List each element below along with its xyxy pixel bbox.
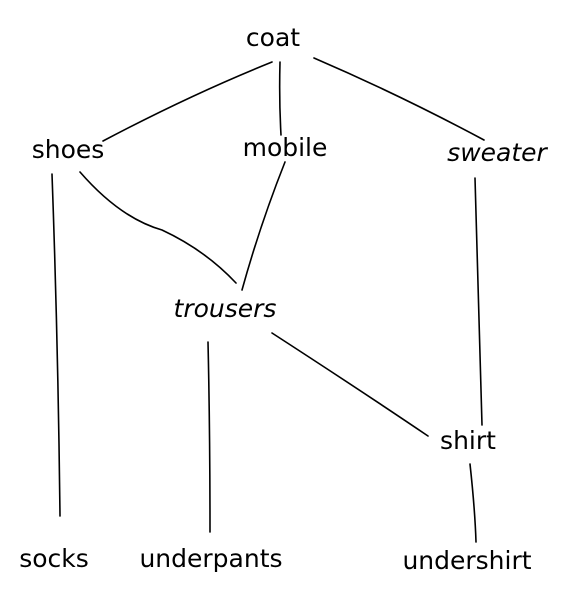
edge-mobile-trousers (241, 161, 286, 291)
node-shirt: shirt (440, 426, 496, 455)
label-layer: coat shoes mobile sweater trousers shirt… (19, 23, 548, 575)
edge-shoes-trousers (79, 171, 237, 284)
edge-trousers-shirt (271, 332, 429, 437)
node-undershirt: undershirt (402, 546, 531, 575)
edge-coat-mobile (278, 61, 282, 136)
edge-layer (51, 57, 485, 543)
edge-sweater-shirt (474, 177, 483, 426)
edge-shoes-socks (51, 173, 61, 517)
edge-coat-shoes (102, 61, 273, 142)
edge-coat-sweater (313, 57, 485, 141)
edge-shirt-undershirt (469, 463, 477, 543)
node-shoes: shoes (32, 135, 105, 164)
node-trousers: trousers (174, 294, 277, 323)
node-underpants: underpants (139, 544, 282, 573)
node-coat: coat (246, 23, 300, 52)
node-socks: socks (19, 544, 89, 573)
node-sweater: sweater (447, 138, 548, 167)
node-mobile: mobile (243, 133, 328, 162)
edge-trousers-underpants (207, 341, 211, 533)
